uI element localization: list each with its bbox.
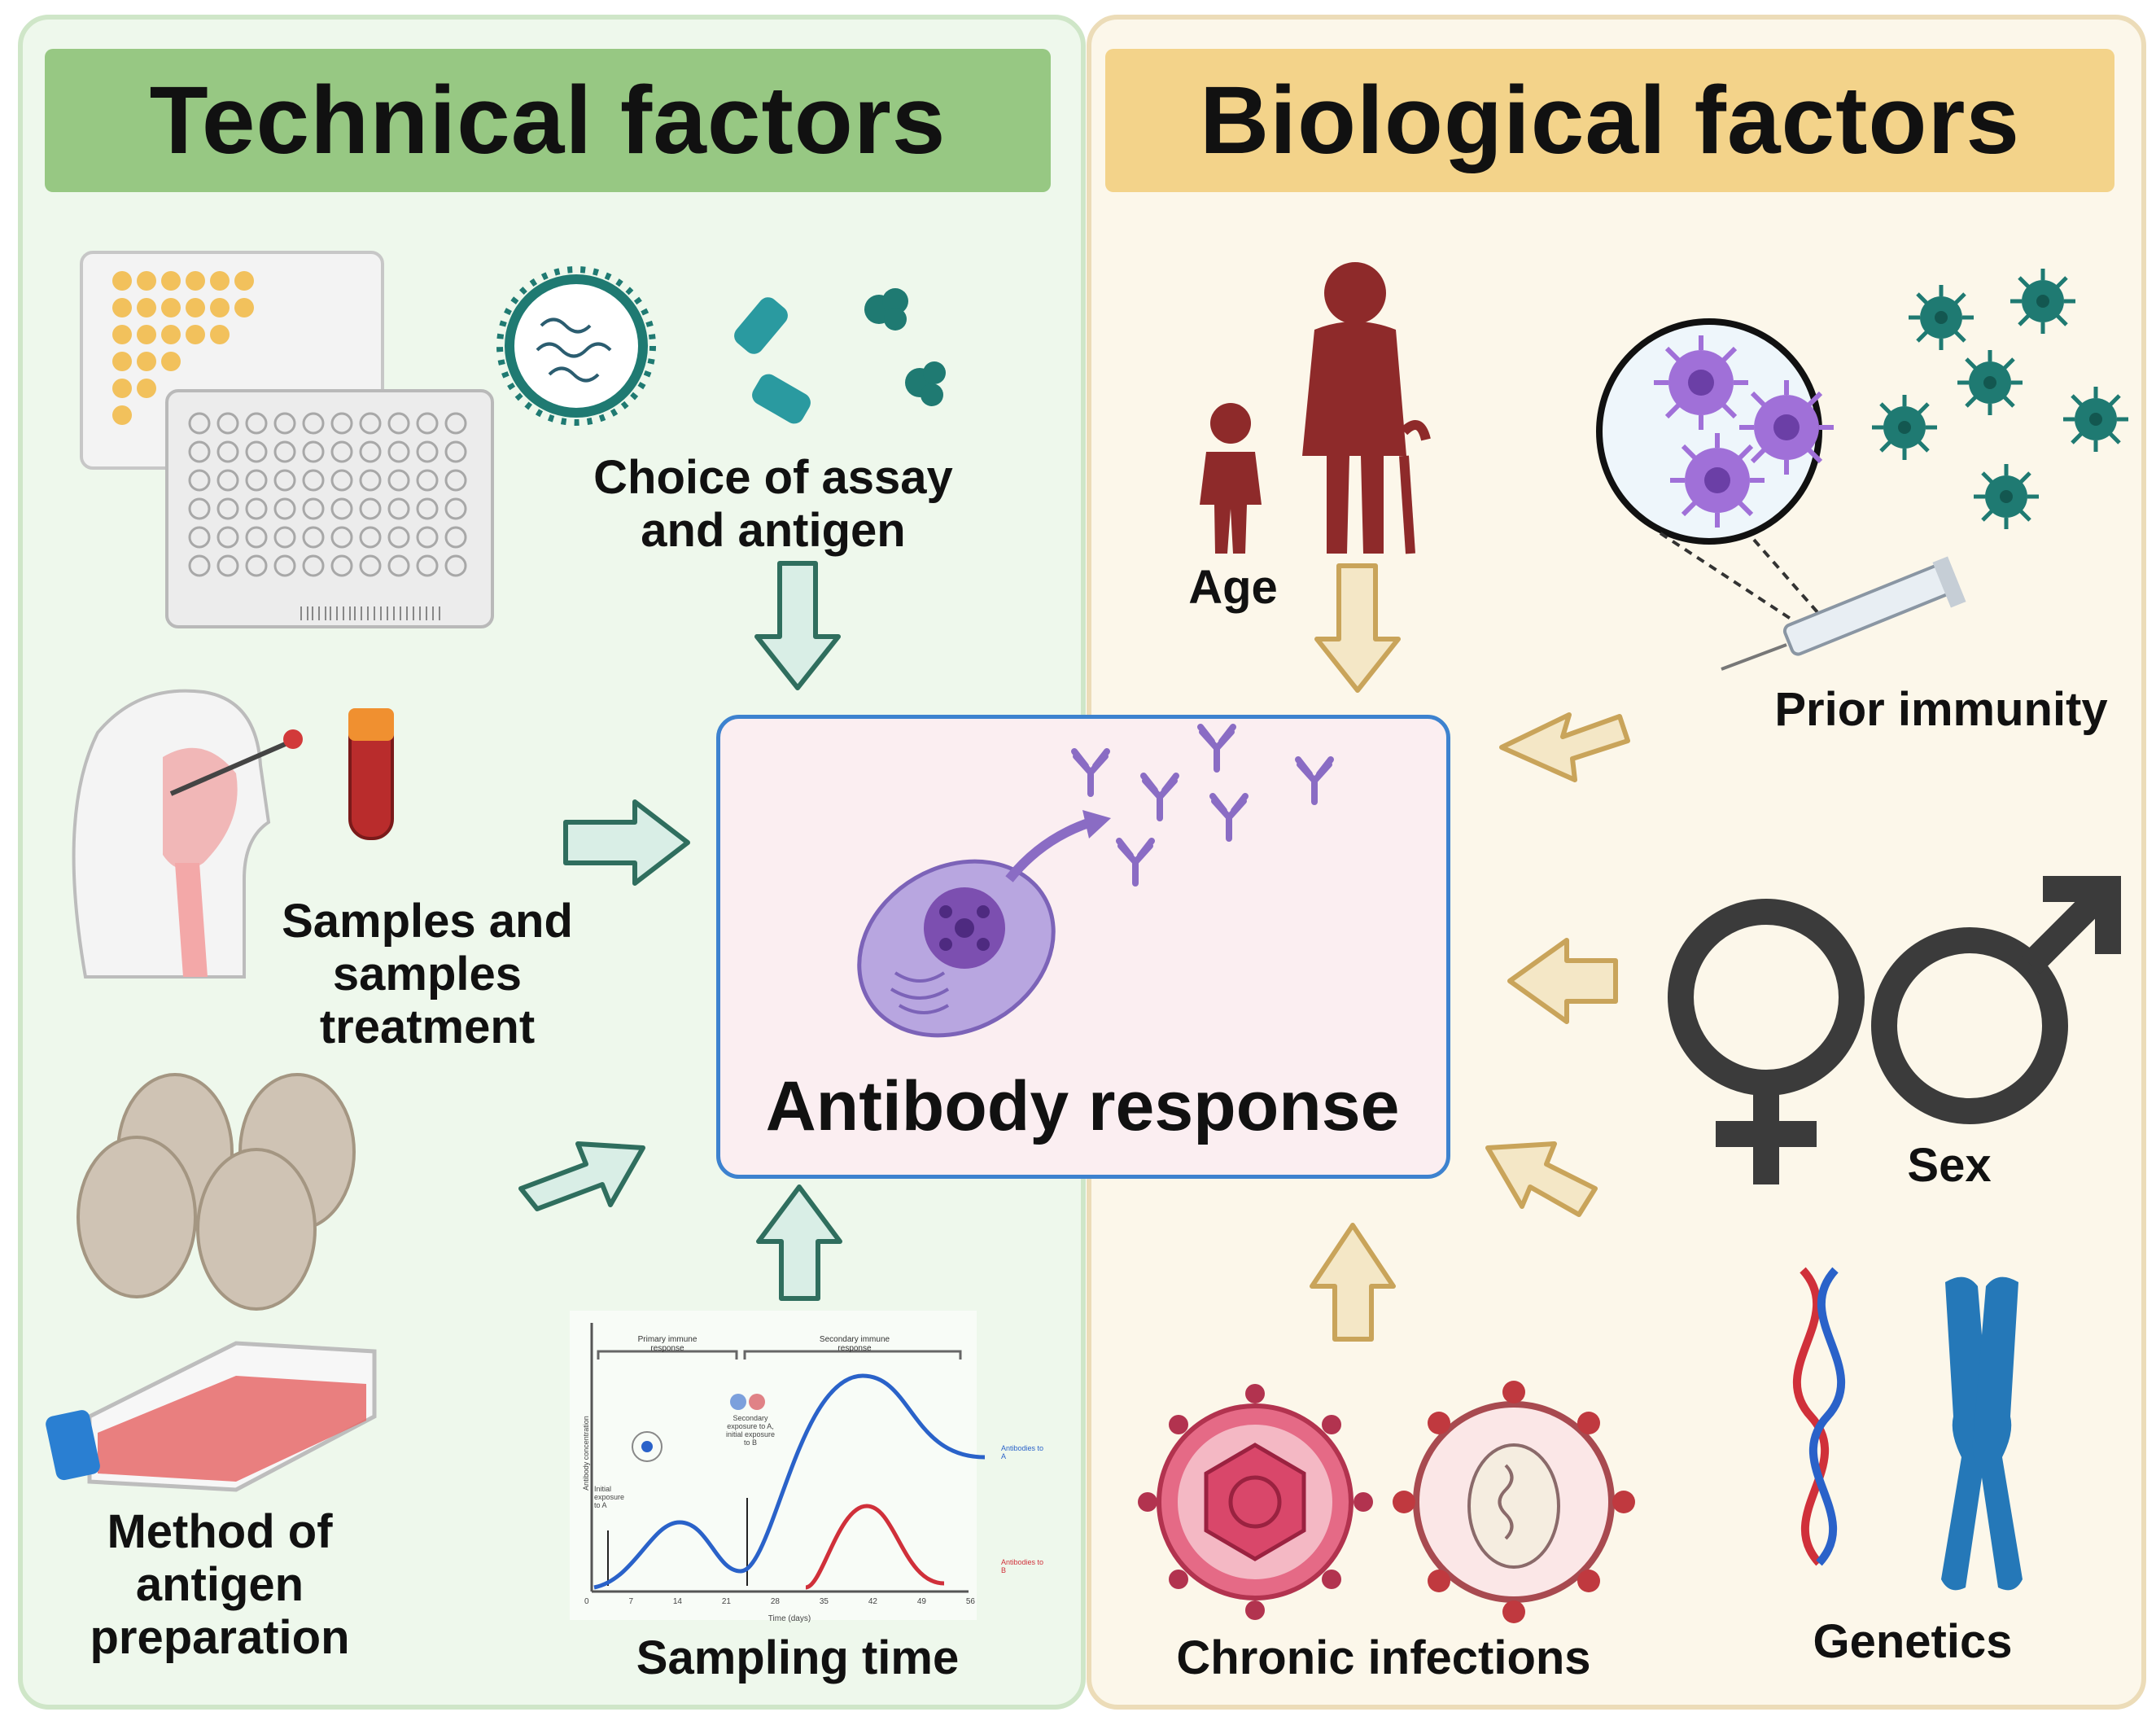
chromosome-icon [1941, 1276, 2023, 1591]
samples-label-line: samples [332, 947, 523, 1000]
sex-label: Sex [1907, 1139, 1992, 1192]
virus-particle-icon [496, 266, 656, 426]
chart-phase-primary: Primary immune response [598, 1335, 737, 1353]
antibody-response-box [716, 715, 1450, 1179]
chart-xticks: 0 7 14 21 28 35 42 49 56 [584, 1597, 975, 1610]
xtick: 28 [770, 1597, 780, 1606]
chronic-infections-label: Chronic infections [1176, 1631, 1591, 1684]
syringe-icon [1721, 556, 1966, 671]
child-icon [1200, 403, 1262, 554]
samples-treatment-label: Samples and samples treatment [269, 895, 586, 1054]
culture-flask-icon [46, 1341, 377, 1492]
method-label-line: antigen [135, 1557, 304, 1611]
xtick: 49 [916, 1597, 926, 1606]
chronic-virus-1-icon [1138, 1384, 1373, 1620]
bio-arrows [1310, 563, 1630, 1342]
legend-line: Antibodies to [1001, 1558, 1044, 1566]
chart-annot-initial: Initial exposure to A [594, 1485, 643, 1510]
arrow-age-down [1314, 563, 1401, 693]
annot-line: exposure [594, 1492, 625, 1501]
chart-xlabel: Time (days) [768, 1614, 811, 1623]
assay-antigen-label: Choice of assay and antigen [570, 451, 977, 558]
female-symbol-icon [1668, 899, 1865, 1184]
chronic-virus-2-icon [1393, 1381, 1635, 1623]
arrow-method-right [518, 1141, 645, 1211]
method-label-line: preparation [90, 1610, 350, 1664]
method-label-line: Method of [107, 1505, 333, 1558]
annot-line: to A [594, 1500, 607, 1509]
antigen-protein-icon [734, 288, 946, 424]
chart-legend-a: Antibodies to A [1001, 1444, 1066, 1461]
chart-legend-b: Antibodies to B [1001, 1558, 1066, 1575]
samples-label-line: treatment [319, 1000, 536, 1053]
viruses-icon [1872, 269, 2128, 529]
prior-immunity-magnifier-icon [1596, 318, 1834, 620]
chart-phase-secondary: Secondary immune response [781, 1335, 928, 1353]
genetics-label: Genetics [1813, 1615, 2013, 1668]
blood-tube-icon [348, 708, 394, 840]
arrow-prior-left [1499, 712, 1630, 782]
chart-phase-primary-line: Primary immune [637, 1335, 698, 1344]
xtick: 56 [965, 1597, 975, 1606]
assay-label-line: and antigen [641, 503, 906, 557]
male-symbol-icon [1871, 876, 2121, 1124]
arrow-sampling-up [756, 1184, 842, 1301]
arrow-samples-right [563, 799, 690, 886]
antibody-response-title: Antibody response [765, 1067, 1400, 1145]
sampling-time-label: Sampling time [636, 1631, 960, 1684]
biological-factors-banner: Biological factors [1105, 49, 2114, 192]
annot-line: initial exposure [725, 1430, 776, 1438]
arrow-chronic-up [1310, 1223, 1396, 1342]
annot-line: exposure to A, [727, 1421, 774, 1430]
age-label: Age [1188, 561, 1278, 614]
chart-phase-secondary-line: Secondary immune [819, 1335, 890, 1344]
chart-phase-secondary-line: response [837, 1344, 872, 1353]
method-antigen-prep-label: Method of antigen preparation [73, 1505, 366, 1665]
legend-line: Antibodies to [1001, 1444, 1044, 1452]
arrow-sex-left [1507, 938, 1618, 1024]
annot-line: Secondary [733, 1414, 768, 1422]
xtick: 0 [584, 1597, 589, 1606]
legend-line: B [1001, 1565, 1007, 1574]
eggs-icon [77, 1073, 356, 1311]
chart-annot-secondary: Secondary exposure to A, initial exposur… [710, 1414, 791, 1447]
arrow-chronic-to-center-side [1485, 1141, 1598, 1217]
xtick: 21 [721, 1597, 731, 1606]
tech-arrows [518, 561, 842, 1301]
arrow-assay-down [754, 561, 841, 690]
xtick: 14 [672, 1597, 682, 1606]
antibodies-icon [1074, 727, 1331, 883]
legend-line: A [1001, 1451, 1007, 1460]
xtick: 35 [819, 1597, 829, 1606]
samples-label-line: Samples and [282, 895, 573, 948]
chart-phase-primary-line: response [650, 1344, 684, 1353]
nasal-swab-person-icon [72, 689, 303, 979]
xtick: 7 [628, 1597, 633, 1606]
annot-line: to B [743, 1438, 757, 1447]
elderly-person-icon [1302, 262, 1431, 554]
annot-line: Initial [594, 1485, 612, 1493]
chart-ylabel: Antibody concentration [581, 1416, 590, 1491]
well-plate-icon [80, 251, 494, 628]
dna-icon [1792, 1267, 1846, 1566]
xtick: 42 [868, 1597, 877, 1606]
sampling-time-chart [570, 1311, 986, 1620]
assay-label-line: Choice of assay [593, 451, 953, 504]
prior-immunity-label: Prior immunity [1774, 683, 2108, 736]
technical-factors-banner: Technical factors [45, 49, 1051, 192]
plasma-cell-icon [857, 810, 1111, 1038]
